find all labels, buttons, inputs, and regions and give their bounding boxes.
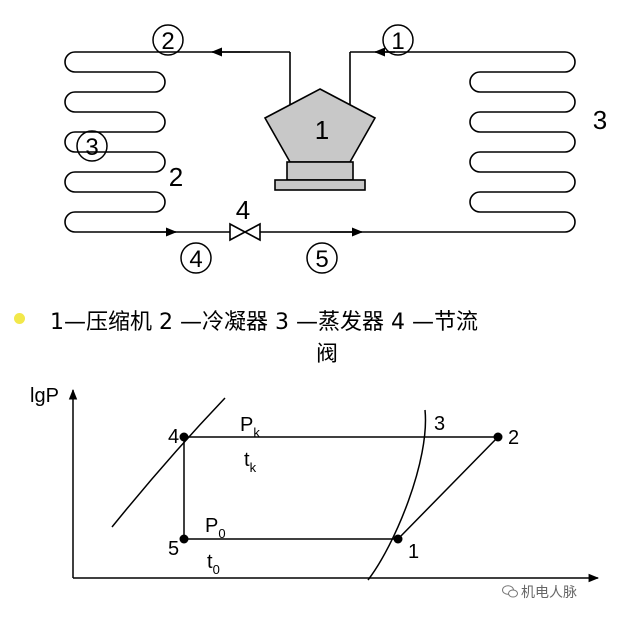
condenser-label: 2: [169, 162, 183, 192]
circled-5-ring: [306, 242, 338, 274]
watermark-text: 机电人脉: [521, 585, 577, 601]
point-3-label: 3: [434, 413, 445, 435]
circled-3-ring: [76, 130, 108, 162]
compressor-label: 1: [315, 115, 329, 145]
y-axis-label: lgP: [30, 385, 59, 407]
refrigeration-cycle: [183, 436, 499, 540]
wechat-icon: [502, 585, 518, 598]
circled-4-ring: [180, 242, 212, 274]
point-4-label: 4: [168, 426, 179, 448]
circled-1-ring: [382, 24, 414, 56]
circled-3-label: 3: [85, 134, 98, 161]
compressor-symbol: [263, 88, 377, 191]
evaporator-label: 3: [593, 105, 607, 135]
caption-line-2: 阀: [316, 342, 339, 367]
circled-2-label: 2: [161, 28, 174, 55]
state-point-2: [493, 432, 503, 442]
p0-label: P0: [205, 515, 226, 541]
circled-4-label: 4: [189, 246, 202, 273]
state-point-1: [393, 534, 403, 544]
state-point-4: [179, 432, 189, 442]
point-1-label: 1: [408, 541, 419, 563]
t0-label: t0: [207, 551, 220, 577]
tk-label: tk: [244, 449, 257, 475]
caption-line-1: 1—压缩机 2 —冷凝器 3 —蒸发器 4 —节流: [50, 310, 478, 335]
expansion-valve-symbol: [229, 222, 261, 242]
condenser-coil: [64, 51, 290, 233]
ph-chart-axes: [68, 388, 600, 583]
point-2-label: 2: [508, 427, 519, 449]
circled-2-ring: [152, 24, 184, 56]
valve-label: 4: [236, 195, 250, 225]
circled-1-label: 1: [391, 28, 404, 55]
pk-label: Pk: [240, 414, 260, 440]
state-point-5: [179, 534, 189, 544]
point-5-label: 5: [168, 538, 179, 560]
evaporator-coil: [258, 51, 576, 233]
circled-5-label: 5: [315, 246, 328, 273]
saturated-liquid-curve: [111, 397, 226, 528]
saturated-vapor-curve: [367, 409, 427, 581]
bullet-dot: [14, 313, 25, 324]
